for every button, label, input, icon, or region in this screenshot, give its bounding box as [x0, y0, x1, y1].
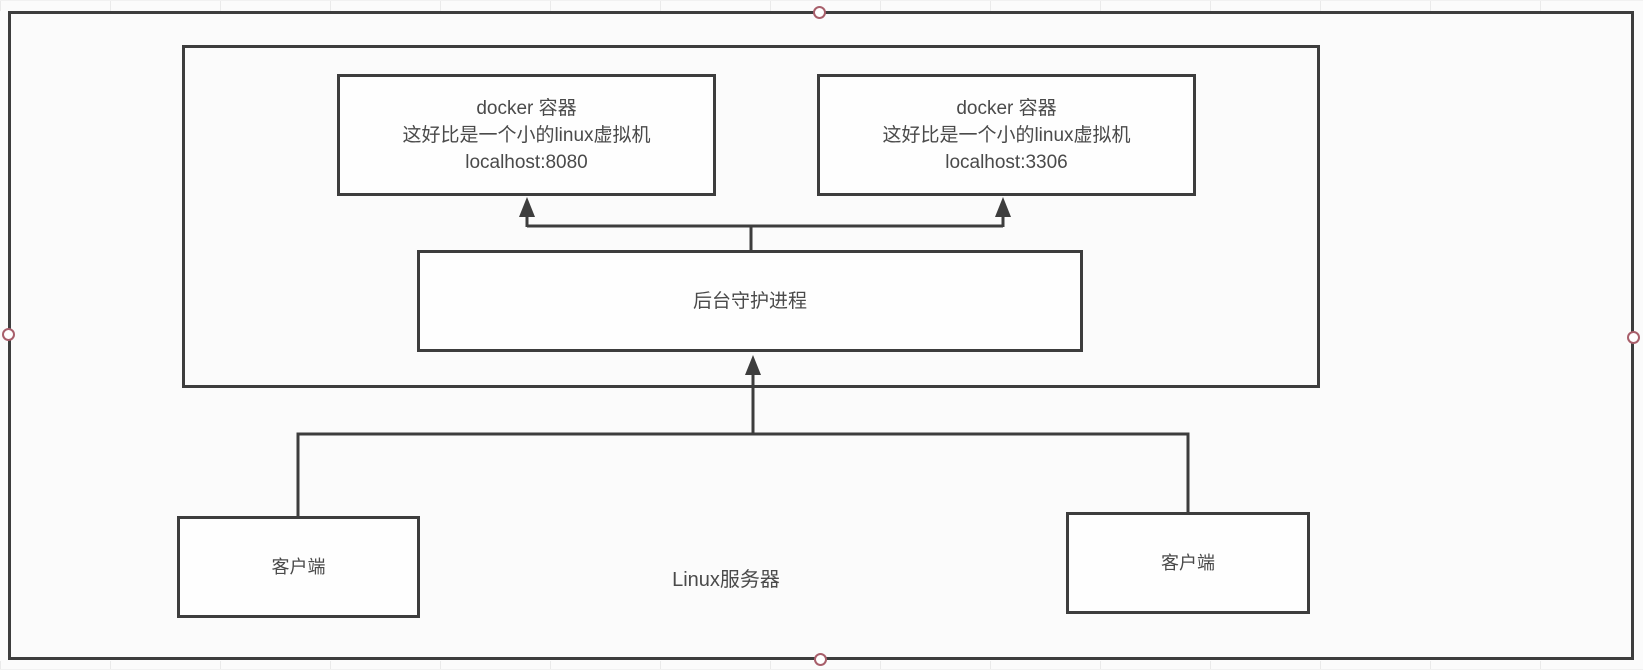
docker-right-address: localhost:3306: [945, 151, 1068, 173]
docker-left-title: docker 容器: [476, 97, 577, 119]
arrowhead-up-center: [745, 355, 761, 375]
arrowhead-up-right: [995, 197, 1011, 217]
selection-handle-top[interactable]: [813, 6, 826, 19]
selection-handle-bottom[interactable]: [814, 653, 827, 666]
docker-left-description: 这好比是一个小的linux虚拟机: [402, 124, 651, 146]
selection-handle-left[interactable]: [2, 328, 15, 341]
edge-daemon-to-docker-containers: [519, 197, 1011, 251]
node-client-right: 客户端: [1066, 512, 1310, 614]
background-grid-top: [0, 0, 1643, 11]
node-client-left: 客户端: [177, 516, 420, 618]
linux-server-label: Linux服务器: [672, 569, 780, 591]
arrowhead-up-left: [519, 197, 535, 217]
daemon-label: 后台守护进程: [692, 290, 807, 312]
node-docker-container-left: docker 容器 这好比是一个小的linux虚拟机 localhost:808…: [337, 74, 716, 196]
edge-clients-to-daemon: [296, 355, 1190, 517]
client-right-label: 客户端: [1161, 552, 1215, 573]
docker-host-container-box: [182, 45, 1320, 388]
node-daemon: 后台守护进程: [417, 250, 1083, 352]
client-left-label: 客户端: [271, 556, 326, 577]
node-docker-container-right: docker 容器 这好比是一个小的linux虚拟机 localhost:330…: [817, 74, 1196, 196]
docker-right-title: docker 容器: [956, 97, 1057, 119]
docker-right-description: 这好比是一个小的linux虚拟机: [882, 124, 1131, 146]
selection-handle-right[interactable]: [1627, 331, 1640, 344]
docker-left-address: localhost:8080: [465, 151, 588, 173]
